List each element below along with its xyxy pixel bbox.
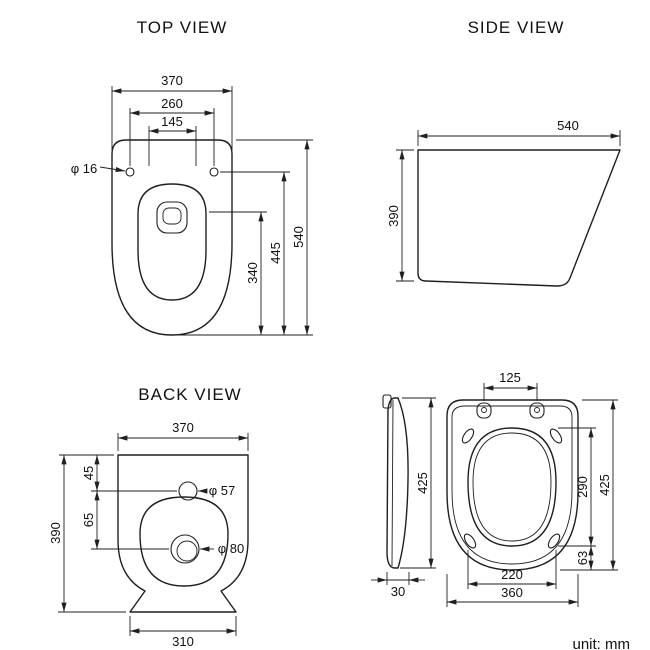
bumper-bottom-right [547, 533, 561, 549]
back-dim-top-offset: 45 [59, 454, 177, 492]
seat-dim-length-side: 425 [400, 397, 436, 569]
bumper-bottom-left [463, 533, 477, 549]
mounting-hole-left [125, 167, 135, 177]
top-view-title: TOP VIEW [137, 18, 228, 37]
bumper-top-left [461, 428, 475, 444]
seat-opening-inner [472, 432, 552, 542]
seat-dim-width: 360 [446, 574, 579, 607]
back-dim-drain-dia: φ 80 [200, 541, 244, 556]
back-dim-hole-gap-value: 65 [81, 513, 96, 527]
top-dim-hole-span: 260 [129, 96, 215, 166]
top-dim-width-value: 370 [161, 73, 183, 88]
back-bowl-oval [139, 496, 229, 587]
seat-dim-thickness-value: 30 [391, 584, 405, 599]
top-dim-bowl-length: 340 [209, 211, 267, 335]
seat-dim-opening-length-value: 290 [575, 476, 590, 498]
seat-outline [446, 399, 579, 571]
side-dim-height: 390 [386, 149, 414, 282]
hinge-cap-right [529, 402, 545, 419]
top-dim-width: 370 [111, 73, 233, 150]
seat-dim-front-offset-value: 63 [575, 551, 590, 565]
side-dim-depth: 540 [417, 118, 621, 146]
bumper-top-right [549, 428, 563, 444]
back-view-title: BACK VIEW [138, 385, 241, 404]
top-dim-mid-length: 445 [220, 171, 290, 335]
drain-outlet [156, 201, 188, 234]
back-outline [117, 454, 249, 613]
top-dim-inner-span: 145 [148, 114, 197, 166]
side-view: SIDE VIEW 540 390 [386, 18, 621, 287]
back-dim-drain-dia-value: φ 80 [218, 541, 245, 556]
side-dim-height-value: 390 [386, 205, 401, 227]
back-dim-inlet-dia: φ 57 [198, 483, 235, 498]
top-dim-hole-dia: φ 16 [71, 161, 126, 176]
hinge-screw-left [481, 407, 487, 413]
drain-outlet-inner [162, 207, 182, 225]
seat-dim-opening-width: 220 [467, 550, 557, 589]
top-dim-bowl-length-value: 340 [245, 262, 260, 284]
top-view: TOP VIEW 370 260 145 [71, 18, 313, 336]
drain-hole-inner [176, 540, 198, 562]
seat-dim-hinge-span: 125 [483, 370, 538, 401]
mounting-hole-right [209, 167, 219, 177]
back-dim-width: 370 [117, 420, 249, 451]
top-dim-inner-span-value: 145 [161, 114, 183, 129]
back-dim-hole-gap: 65 [81, 491, 169, 550]
seat-view: 30 425 125 [371, 370, 618, 607]
seat-dim-length-side-value: 425 [415, 472, 430, 494]
hinge-cap-left [476, 402, 492, 419]
seat-dim-front-offset: 63 [575, 546, 594, 570]
seat-dim-hinge-span-value: 125 [499, 370, 521, 385]
side-dim-depth-value: 540 [557, 118, 579, 133]
side-view-title: SIDE VIEW [468, 18, 565, 37]
seat-side-profile-line [391, 399, 394, 567]
back-dim-base-width: 310 [129, 616, 237, 649]
back-view: BACK VIEW 370 45 65 390 [48, 385, 249, 649]
top-dim-mid-length-value: 445 [268, 242, 283, 264]
top-dim-hole-span-value: 260 [161, 96, 183, 111]
back-dim-inlet-dia-value: φ 57 [209, 483, 236, 498]
top-dim-total-length-value: 540 [291, 226, 306, 248]
top-dim-hole-dia-value: φ 16 [71, 161, 98, 176]
drain-hole [170, 534, 200, 564]
back-dim-top-offset-value: 45 [81, 466, 96, 480]
unit-label: unit: mm [572, 636, 630, 650]
side-profile-outline [417, 149, 621, 287]
top-dim-total-length: 540 [176, 139, 313, 336]
seat-dim-length: 425 [560, 399, 618, 571]
back-dim-height-value: 390 [48, 522, 63, 544]
hinge-screw-right [534, 407, 540, 413]
back-dim-base-width-value: 310 [172, 634, 194, 649]
inlet-hole [178, 481, 198, 501]
toilet-top-outline [111, 139, 233, 336]
seat-dim-thickness: 30 [371, 572, 425, 599]
seat-dim-length-value: 425 [597, 474, 612, 496]
seat-dim-width-value: 360 [501, 585, 523, 600]
seat-side-profile [386, 397, 409, 569]
seat-hinge-pin [382, 394, 392, 409]
back-dim-height: 390 [48, 455, 126, 613]
bowl-opening [137, 183, 207, 301]
seat-opening-outer [467, 427, 557, 547]
seat-dim-opening-width-value: 220 [501, 567, 523, 582]
seat-inner-outline [451, 405, 573, 565]
back-dim-width-value: 370 [172, 420, 194, 435]
